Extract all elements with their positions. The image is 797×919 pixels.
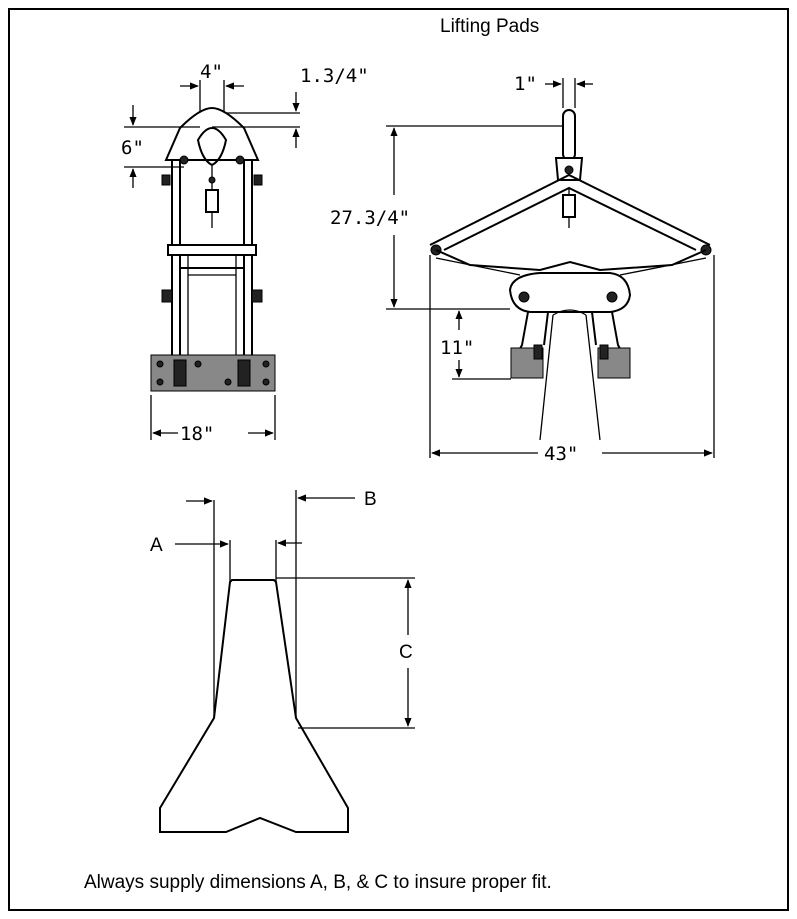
drawing-title: Lifting Pads (440, 16, 539, 37)
front-clevis-eye (196, 127, 228, 167)
front-base-plate (150, 354, 276, 392)
fit-note: Always supply dimensions A, B, & C to in… (84, 872, 552, 893)
label-b: B (364, 489, 377, 510)
side-view: 1" 27.3/4" 11" 43" (330, 73, 715, 465)
profile-view: A B C (150, 489, 415, 833)
dim-top-offset: 1.3/4" (300, 65, 369, 87)
label-a: A (150, 535, 163, 556)
dim-span: 43" (544, 443, 578, 465)
front-view: 4" 1.3/4" 6" 18" (121, 61, 369, 445)
dim-side-height: 27.3/4" (330, 207, 410, 229)
front-clevis (164, 106, 260, 161)
dim-base-width: 18" (180, 423, 214, 445)
barrier-profile (159, 579, 349, 833)
dim-pad: 11" (440, 337, 474, 359)
dim-top-width: 4" (200, 61, 223, 83)
drawing-frame (8, 8, 789, 911)
dim-hanger: 1" (514, 73, 537, 95)
side-jaw-block (508, 272, 632, 313)
dim-height: 6" (121, 137, 144, 159)
label-c: C (399, 642, 413, 663)
